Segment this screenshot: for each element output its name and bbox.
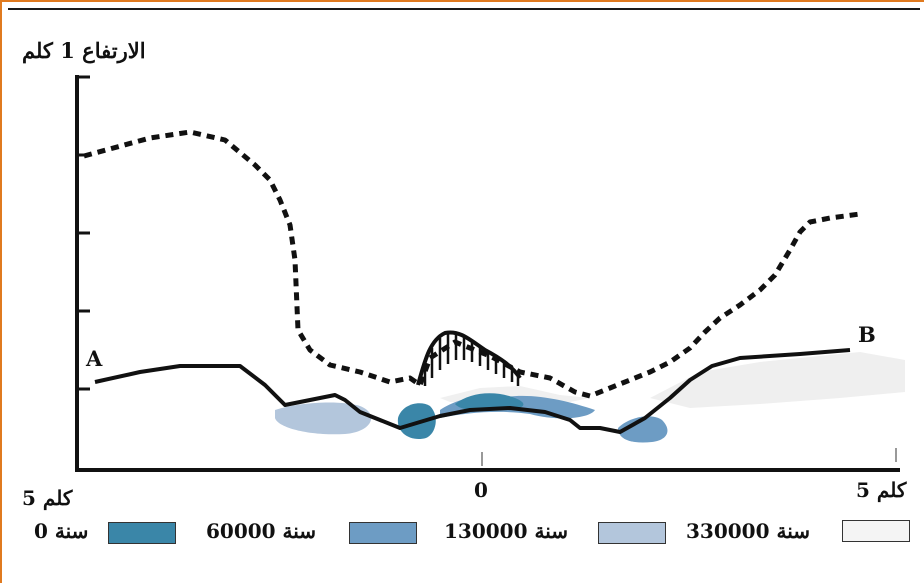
deposit-130000	[275, 402, 372, 435]
legend-swatch-60000-years	[349, 522, 417, 544]
legend-swatch-130000-years	[598, 522, 666, 544]
cone-hachures	[423, 333, 520, 386]
point-a-label: A	[86, 346, 103, 371]
legend-label-130000-years: 130000 سنة	[444, 519, 568, 543]
x-left-distance-label: 5 كلم	[22, 486, 73, 510]
deposit-60000-right	[618, 416, 668, 443]
deposit-330000-right	[650, 352, 905, 408]
legend-swatch-0-years	[108, 522, 176, 544]
deposit-0-center	[455, 393, 524, 411]
x-right-distance-label: 5 كلم	[856, 478, 907, 502]
y-axis-label: الارتفاع 1 كلم	[22, 38, 146, 63]
legend-label-330000-years: 330000 سنة	[686, 519, 810, 543]
solid-present-profile	[94, 348, 851, 434]
legend-label-0-years: 0 سنة	[34, 519, 89, 543]
top-rule	[8, 8, 920, 10]
x-center-label: 0	[474, 478, 488, 502]
legend-swatch-330000-years	[842, 520, 910, 542]
legend-label-60000-years: 60000 سنة	[206, 519, 317, 543]
point-b-label: B	[858, 322, 876, 347]
